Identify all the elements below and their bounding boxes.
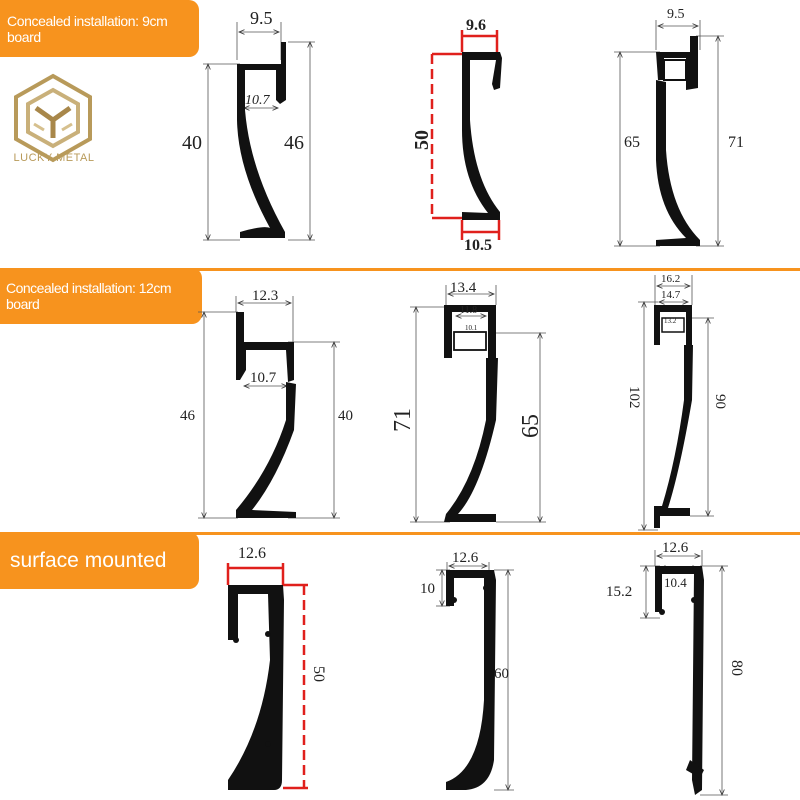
dim-r2c3-inner-top: 14.7 [661,289,681,301]
dim-r2c2-top: 13.4 [450,280,477,296]
profile-r2c1: 12.3 10.7 46 40 [180,288,353,518]
dim-r1c3-left: 65 [624,134,640,151]
profile-r3c2: 12.6 10 60 [420,550,514,790]
dim-r1c1-left: 40 [182,132,202,154]
section-label-9cm: Concealed installation: 9cm board [0,0,199,57]
dim-r3c2-left: 10 [420,581,435,597]
dim-r1c2-left: 50 [411,130,433,150]
dim-r1c1-inner: 10.7 [245,93,271,108]
dim-r2c1-left: 46 [180,408,196,424]
dim-r2c3-right: 90 [712,394,728,409]
dim-r3c3-top: 12.6 [662,540,689,556]
profile-r3c1: 12.6 50 [226,545,327,790]
dim-r1c2-bottom: 10.5 [464,237,492,254]
dim-r2c1-right: 40 [338,408,353,424]
dim-r2c1-top: 12.3 [252,288,278,304]
profile-r1c2: 9.6 50 10.5 [411,17,502,254]
section-divider [0,268,800,271]
profile-r1c1: 9.5 10.7 40 46 [182,8,315,240]
dim-r2c2-inner-small: 10.1 [465,324,478,332]
profile-r2c2: 13.4 11.8 10.1 71 65 [390,280,546,522]
dim-r3c2-top: 12.6 [452,550,479,566]
dim-r2c3-left: 102 [626,386,642,409]
dim-r2c2-right: 65 [518,414,544,438]
lucky-metal-logo [14,73,92,163]
dim-r2c2-left: 71 [390,408,416,432]
dim-r3c3-inner: 10.4 [664,575,687,590]
dim-r1c2-top: 9.6 [466,17,486,34]
dim-r3c3-right: 80 [728,660,745,676]
dim-r2c2-inner-top: 11.8 [460,305,477,316]
section-label-12cm: Concealed installation: 12cm board [0,268,202,324]
dim-r1c3-top: 9.5 [667,7,685,22]
dim-r3c2-right: 60 [494,666,509,682]
brand-name: LUCKY METAL [13,152,95,164]
dim-r2c3-top: 16.2 [661,273,680,285]
dim-r1c1-right: 46 [284,132,304,154]
dim-r3c1-top: 12.6 [238,545,266,562]
dim-r2c1-inner: 10.7 [250,370,277,386]
profile-r2c3: 16.2 14.7 13.2 102 90 [626,273,728,530]
section-label-surface: surface mounted [0,532,199,589]
dim-r1c3-right: 71 [728,134,744,151]
dim-r3c1-right: 50 [310,666,327,682]
profile-r1c3: 9.5 65 71 [614,7,744,246]
dim-r1c1-top: 9.5 [250,8,273,28]
profile-r3c3: 12.6 10.4 15.2 80 [606,540,745,795]
section-divider [0,532,800,535]
dim-r3c3-left: 15.2 [606,584,632,600]
dim-r2c3-inner-small: 13.2 [664,317,677,325]
